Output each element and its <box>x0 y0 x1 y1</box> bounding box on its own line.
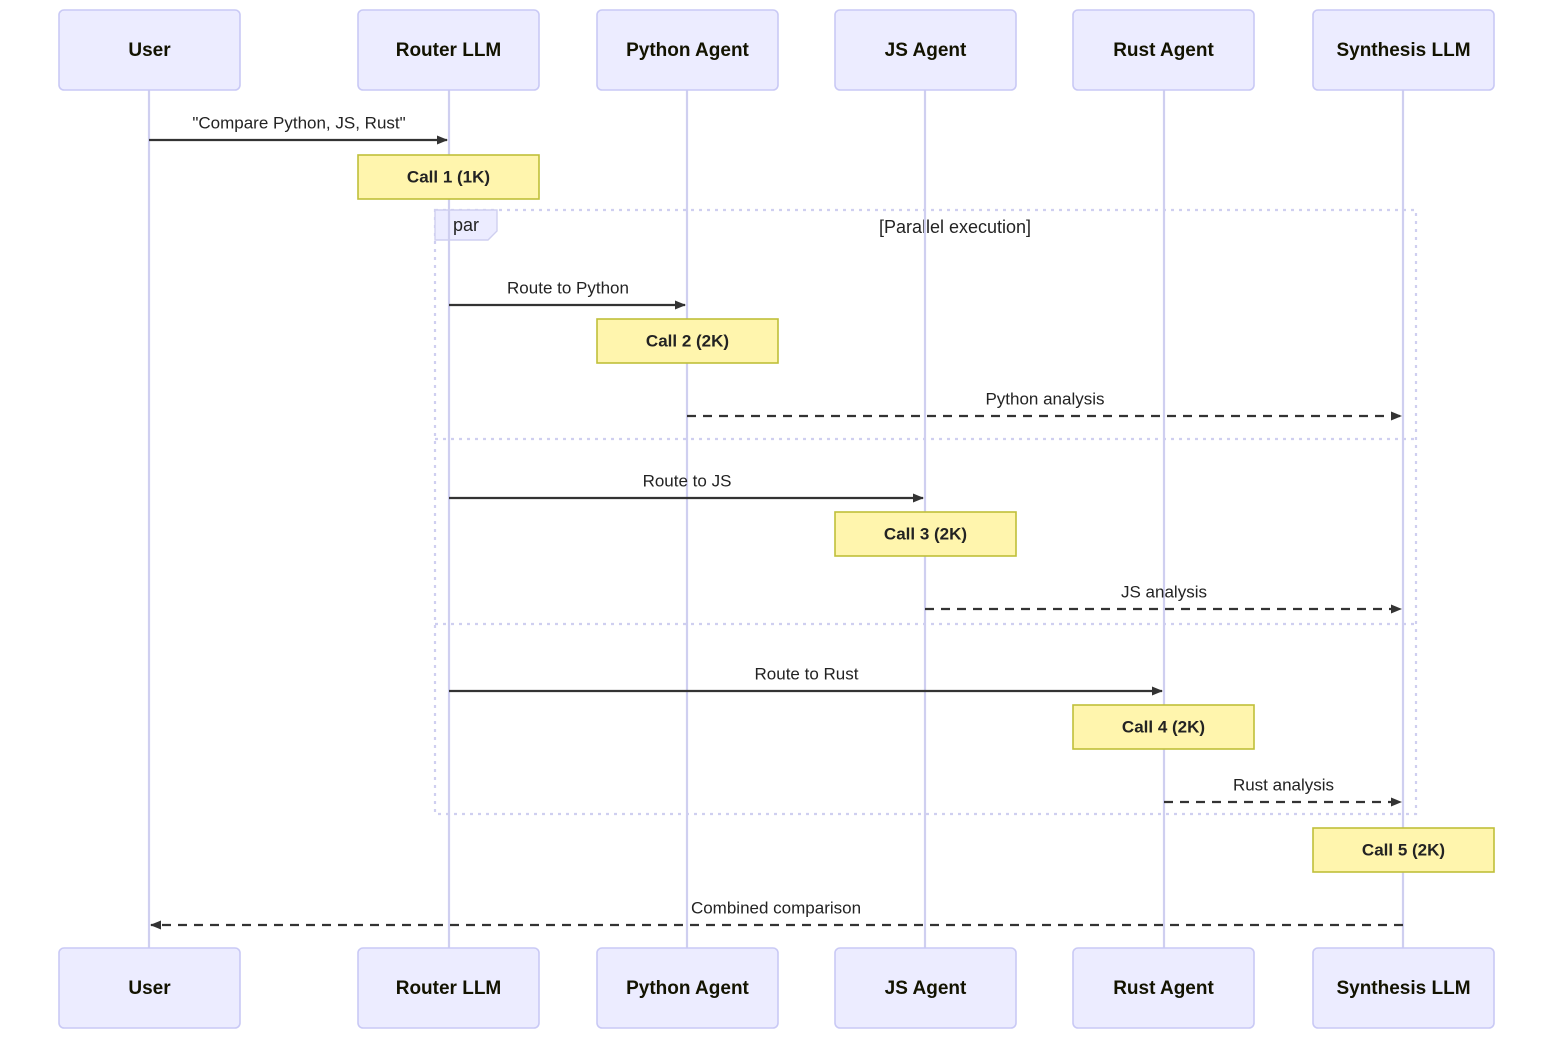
message-label-m8: Combined comparison <box>691 898 861 917</box>
participant-router-bottom[interactable]: Router LLM <box>357 947 540 1029</box>
participant-box-router-bottom[interactable] <box>357 947 540 1029</box>
message-m2: Route to Python <box>449 278 686 310</box>
participant-js-bottom[interactable]: JS Agent <box>834 947 1017 1029</box>
message-label-m3: Python analysis <box>985 389 1104 408</box>
participant-box-js-bottom[interactable] <box>834 947 1017 1029</box>
participant-js-top[interactable]: JS Agent <box>834 9 1017 91</box>
message-m3: Python analysis <box>687 389 1402 421</box>
note-label-n1: Call 1 (1K) <box>407 167 490 186</box>
message-m4: Route to JS <box>449 471 924 503</box>
message-m5: JS analysis <box>925 582 1402 614</box>
message-m7: Rust analysis <box>1164 775 1402 807</box>
message-label-m4: Route to JS <box>643 471 732 490</box>
note-label-n5: Call 5 (2K) <box>1362 840 1445 859</box>
note-box-n2 <box>596 318 779 364</box>
messages-group: "Compare Python, JS, Rust" Route to Pytho… <box>149 113 1403 930</box>
note-n2: Call 2 (2K) <box>596 318 779 364</box>
participant-box-user-top[interactable] <box>58 9 241 91</box>
participant-user-bottom[interactable]: User <box>58 947 241 1029</box>
note-n4: Call 4 (2K) <box>1072 704 1255 750</box>
participant-label-synthesis-bottom: Synthesis LLM <box>1336 978 1470 999</box>
participant-synthesis-bottom[interactable]: Synthesis LLM <box>1312 947 1495 1029</box>
participant-python-bottom[interactable]: Python Agent <box>596 947 779 1029</box>
participant-box-router-top[interactable] <box>357 9 540 91</box>
note-n1: Call 1 (1K) <box>357 154 540 200</box>
note-label-n3: Call 3 (2K) <box>884 524 967 543</box>
participant-box-synthesis-bottom[interactable] <box>1312 947 1495 1029</box>
participants-top-group: User Router LLM Python Agent JS Agent Rust A… <box>58 9 1495 91</box>
message-label-m7: Rust analysis <box>1233 775 1334 794</box>
participant-box-user-bottom[interactable] <box>58 947 241 1029</box>
participant-box-js-top[interactable] <box>834 9 1017 91</box>
participant-box-python-top[interactable] <box>596 9 779 91</box>
participant-synthesis-top[interactable]: Synthesis LLM <box>1312 9 1495 91</box>
message-label-m2: Route to Python <box>507 278 629 297</box>
participant-label-python-top: Python Agent <box>626 40 749 61</box>
participant-rust-top[interactable]: Rust Agent <box>1072 9 1255 91</box>
message-m6: Route to Rust <box>449 664 1163 696</box>
participant-user-top[interactable]: User <box>58 9 241 91</box>
participant-box-synthesis-top[interactable] <box>1312 9 1495 91</box>
participant-label-python-bottom: Python Agent <box>626 978 749 999</box>
participant-label-rust-top: Rust Agent <box>1113 40 1214 61</box>
par-frame-tab <box>434 209 498 241</box>
participant-label-js-top: JS Agent <box>885 40 967 61</box>
notes-group: Call 1 (1K) Call 2 (2K) Call 3 (2K) Call 4 … <box>357 154 1495 873</box>
note-box-n5 <box>1312 827 1495 873</box>
participant-label-js-bottom: JS Agent <box>885 978 967 999</box>
participant-label-user-bottom: User <box>128 978 171 999</box>
message-label-m5: JS analysis <box>1121 582 1207 601</box>
participant-label-synthesis-top: Synthesis LLM <box>1336 40 1470 61</box>
lifelines-group <box>147 90 1405 948</box>
note-label-n4: Call 4 (2K) <box>1122 717 1205 736</box>
message-m1: "Compare Python, JS, Rust" <box>149 113 448 145</box>
note-n5: Call 5 (2K) <box>1312 827 1495 873</box>
participant-box-rust-top[interactable] <box>1072 9 1255 91</box>
participant-label-rust-bottom: Rust Agent <box>1113 978 1214 999</box>
note-label-n2: Call 2 (2K) <box>646 331 729 350</box>
note-box-n4 <box>1072 704 1255 750</box>
message-m8: Combined comparison <box>150 898 1403 930</box>
participant-box-rust-bottom[interactable] <box>1072 947 1255 1029</box>
participant-router-top[interactable]: Router LLM <box>357 9 540 91</box>
participant-label-router-top: Router LLM <box>396 40 502 61</box>
message-label-m1: "Compare Python, JS, Rust" <box>192 113 405 132</box>
participants-bottom-group: User Router LLM Python Agent JS Agent Rust A… <box>58 947 1495 1029</box>
note-n3: Call 3 (2K) <box>834 511 1017 557</box>
participant-python-top[interactable]: Python Agent <box>596 9 779 91</box>
par-frame-tab-label: par <box>453 215 479 235</box>
participant-label-user-top: User <box>128 40 171 61</box>
participant-box-python-bottom[interactable] <box>596 947 779 1029</box>
message-label-m6: Route to Rust <box>755 664 859 683</box>
note-box-n1 <box>357 154 540 200</box>
par-frame-title: [Parallel execution] <box>879 217 1031 237</box>
participant-label-router-bottom: Router LLM <box>396 978 502 999</box>
note-box-n3 <box>834 511 1017 557</box>
participant-rust-bottom[interactable]: Rust Agent <box>1072 947 1255 1029</box>
